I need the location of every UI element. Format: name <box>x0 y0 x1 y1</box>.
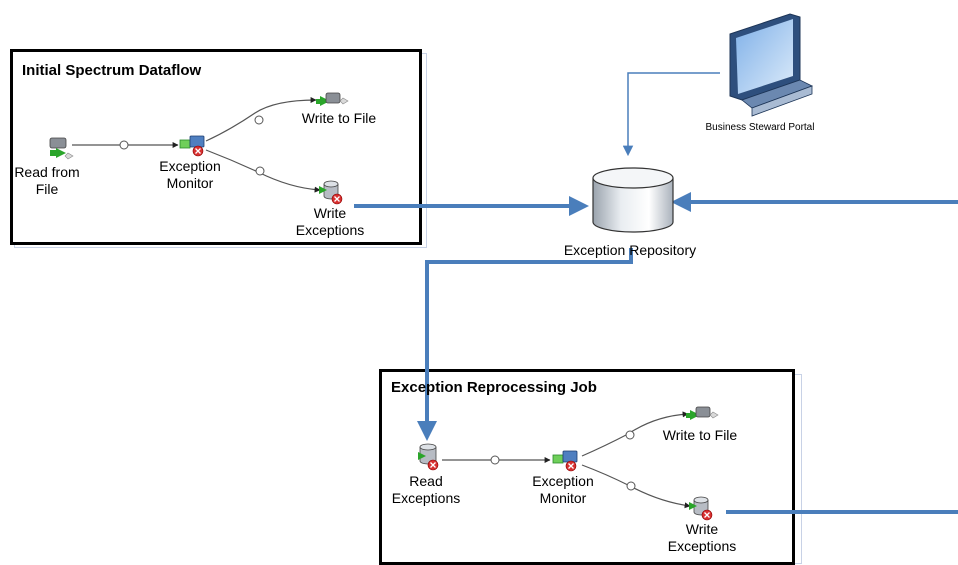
blue-connectors <box>354 72 958 514</box>
write-exceptions-label-2: Write Exceptions <box>662 521 742 555</box>
business-steward-portal-label: Business Steward Portal <box>705 122 815 133</box>
read-file-icon <box>49 137 74 160</box>
read-exceptions-label: Read Exceptions <box>386 473 466 507</box>
exception-repository-label: Exception Repository <box>563 242 697 258</box>
write-exceptions-2-line1: Write <box>685 521 719 537</box>
write-exceptions-icon-2 <box>689 496 713 521</box>
read-from-file-label: Read from File <box>14 164 80 198</box>
write-file-icon-2 <box>686 406 719 420</box>
initial-dataflow-panel <box>10 49 422 245</box>
read-from-file-line2: File <box>35 181 59 197</box>
exception-monitor-label-2: Exception Monitor <box>523 473 603 507</box>
exception-monitor-label: Exception Monitor <box>150 158 230 192</box>
exception-monitor-2-line2: Monitor <box>539 490 587 506</box>
write-file-icon <box>316 92 349 106</box>
write-exceptions-label: Write Exceptions <box>290 205 370 239</box>
exception-monitor-line1: Exception <box>159 158 221 174</box>
exception-monitor-icon <box>179 135 205 157</box>
write-exceptions-line2: Exceptions <box>295 222 365 238</box>
initial-flow-nodes <box>119 115 265 176</box>
write-exceptions-line1: Write <box>313 205 347 221</box>
monitor-computer-icon <box>729 13 814 117</box>
write-to-file-label: Write to File <box>301 110 377 126</box>
write-exceptions-icon <box>319 180 343 205</box>
exception-monitor-2-line1: Exception <box>532 473 594 489</box>
read-from-file-line1: Read from <box>14 164 80 180</box>
read-exceptions-line2: Exceptions <box>391 490 461 506</box>
initial-panel-title: Initial Spectrum Dataflow <box>22 62 202 79</box>
write-exceptions-2-line2: Exceptions <box>667 538 737 554</box>
exception-monitor-icon-2 <box>552 450 578 472</box>
read-exceptions-icon <box>418 443 439 471</box>
write-to-file-label-2: Write to File <box>662 427 738 443</box>
reprocessing-flow-nodes <box>490 430 636 491</box>
database-cylinder-icon <box>592 167 674 233</box>
reprocessing-panel-title: Exception Reprocessing Job <box>391 379 597 396</box>
exception-monitor-line2: Monitor <box>166 175 214 191</box>
read-exceptions-line1: Read <box>409 473 443 489</box>
